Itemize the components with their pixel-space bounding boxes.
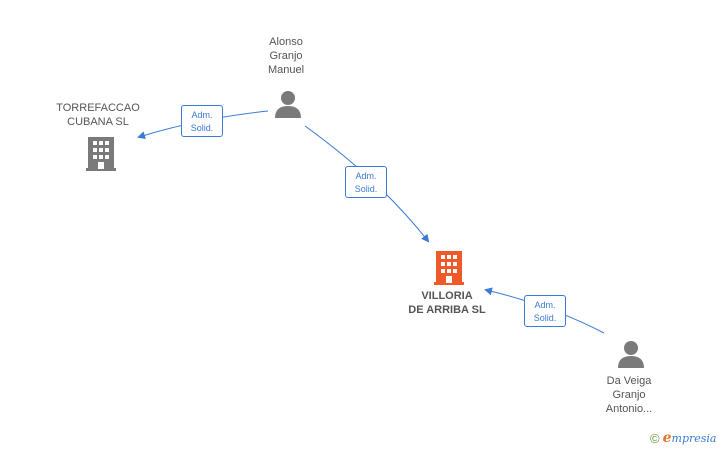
role-badge[interactable]: Adm. Solid. (524, 295, 566, 327)
name-line: Da Veiga (606, 375, 652, 387)
role-line: Adm. (355, 171, 377, 181)
role-badge[interactable]: Adm. Solid. (181, 105, 223, 137)
name-line: Granjo (612, 389, 646, 401)
role-line: Solid. (354, 184, 378, 194)
company-name-villoria[interactable]: VILLORIA DE ARRIBA SL (397, 289, 497, 317)
company-name-torrefaccao[interactable]: TORREFACCAO CUBANA SL (48, 101, 148, 129)
name-line: DE ARRIBA SL (408, 304, 486, 316)
building-icon[interactable] (86, 137, 116, 171)
person-icon[interactable] (275, 91, 301, 118)
role-line: Adm. (534, 300, 556, 310)
name-line: VILLORIA (421, 290, 473, 302)
name-line: Antonio... (605, 403, 653, 415)
person-name-daveiga[interactable]: Da Veiga Granjo Antonio... (594, 374, 664, 416)
name-line: Manuel (267, 64, 305, 76)
person-name-alonso[interactable]: Alonso Granjo Manuel (256, 35, 316, 77)
person-icon[interactable] (618, 341, 644, 368)
brand-logo-text: mpresia (671, 432, 717, 445)
name-line: Alonso (269, 36, 303, 48)
role-line: Solid. (190, 123, 214, 133)
role-line: Solid. (533, 313, 557, 323)
name-line: TORREFACCAO (56, 102, 140, 114)
name-line: CUBANA SL (67, 116, 129, 128)
brand-logo-initial: e (662, 430, 672, 446)
brand-footer[interactable]: ©empresia (650, 430, 716, 446)
copyright-icon: © (650, 431, 660, 446)
role-line: Adm. (191, 110, 213, 120)
building-icon[interactable] (434, 251, 464, 285)
role-badge[interactable]: Adm. Solid. (345, 166, 387, 198)
name-line: Granjo (269, 50, 303, 62)
